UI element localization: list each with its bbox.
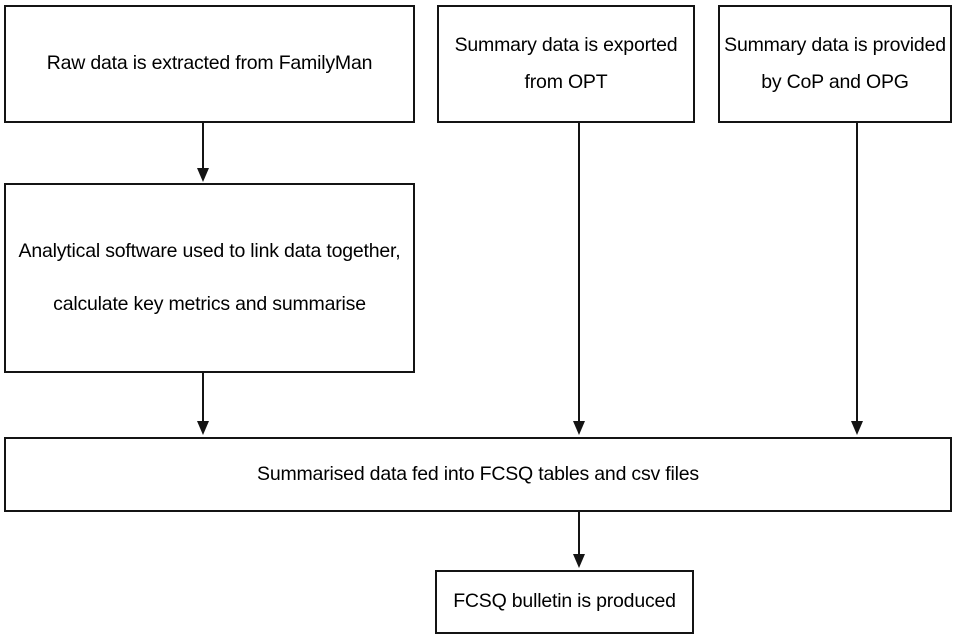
node-raw-data-line-1: Raw data is extracted from FamilyMan xyxy=(46,52,373,75)
node-summarised-line-1: Summarised data fed into FCSQ tables and… xyxy=(257,462,699,485)
node-opt-export-line-2: from OPT xyxy=(524,71,608,93)
arrow-head-down-icon xyxy=(573,421,585,435)
arrow-head-down-icon xyxy=(197,168,209,182)
node-cop-opg: Summary data is provided by CoP and OPG xyxy=(718,5,952,123)
node-cop-opg-line-1: Summary data is provided xyxy=(724,33,946,56)
arrow-shaft xyxy=(856,122,858,423)
node-analytical-line-1: Analytical software used to link data to… xyxy=(18,239,401,262)
arrow-shaft xyxy=(578,122,580,423)
node-fcsq-bulletin: FCSQ bulletin is produced xyxy=(435,570,694,634)
arrow-head-down-icon xyxy=(197,421,209,435)
arrow-shaft xyxy=(202,122,204,170)
arrow-head-down-icon xyxy=(573,554,585,568)
node-cop-opg-line-2: by CoP and OPG xyxy=(761,71,909,93)
arrow-head-down-icon xyxy=(851,421,863,435)
node-opt-export: Summary data is exported from OPT xyxy=(437,5,695,123)
node-summarised-data: Summarised data fed into FCSQ tables and… xyxy=(4,437,952,512)
node-raw-data: Raw data is extracted from FamilyMan xyxy=(4,5,415,123)
node-analytical-software: Analytical software used to link data to… xyxy=(4,183,415,373)
node-analytical-line-2: calculate key metrics and summarise xyxy=(53,293,366,315)
node-opt-export-line-1: Summary data is exported xyxy=(454,33,678,56)
arrow-shaft xyxy=(202,373,204,423)
node-bulletin-line-1: FCSQ bulletin is produced xyxy=(453,590,676,613)
arrow-shaft xyxy=(578,512,580,556)
